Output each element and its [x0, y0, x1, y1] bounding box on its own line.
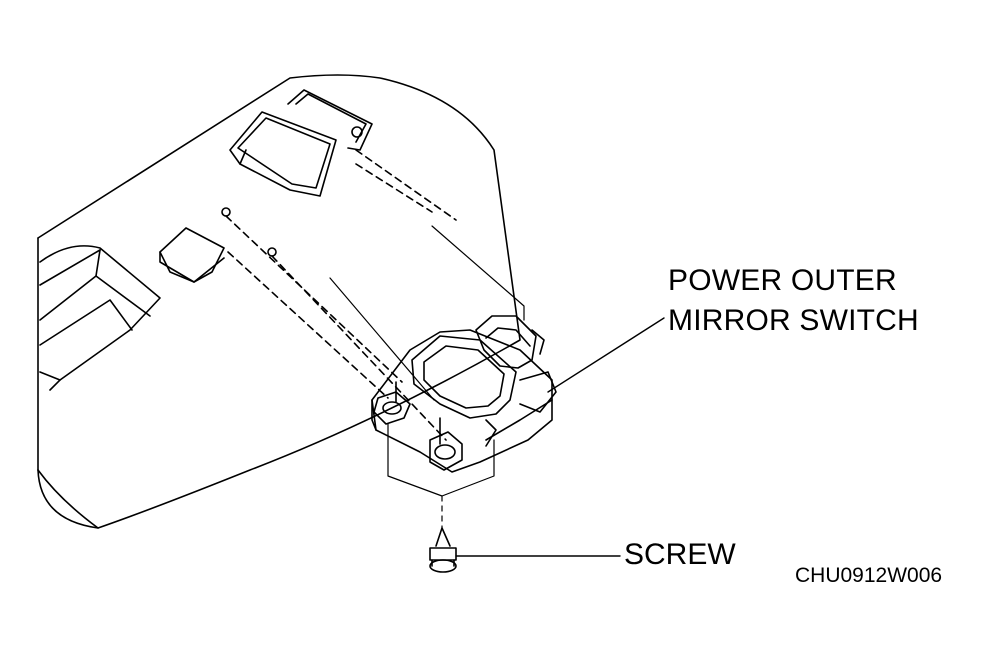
mirror-switch-assembly [371, 315, 557, 473]
screw-icon [429, 527, 457, 573]
label-leader-lines [455, 317, 665, 557]
power-outer-label: POWER OUTER [668, 264, 897, 297]
mirror-switch-label: MIRROR SWITCH [668, 304, 919, 337]
screw-bracket-lines [387, 423, 495, 529]
leader-thin-lines [329, 225, 525, 401]
mirror-switch-opening [159, 207, 277, 283]
figure-code: CHU0912W006 [795, 564, 943, 587]
alignment-lines [225, 149, 457, 441]
screw-label: SCREW [624, 538, 736, 571]
door-armrest-panel [37, 74, 521, 529]
window-switch-openings [229, 89, 373, 197]
